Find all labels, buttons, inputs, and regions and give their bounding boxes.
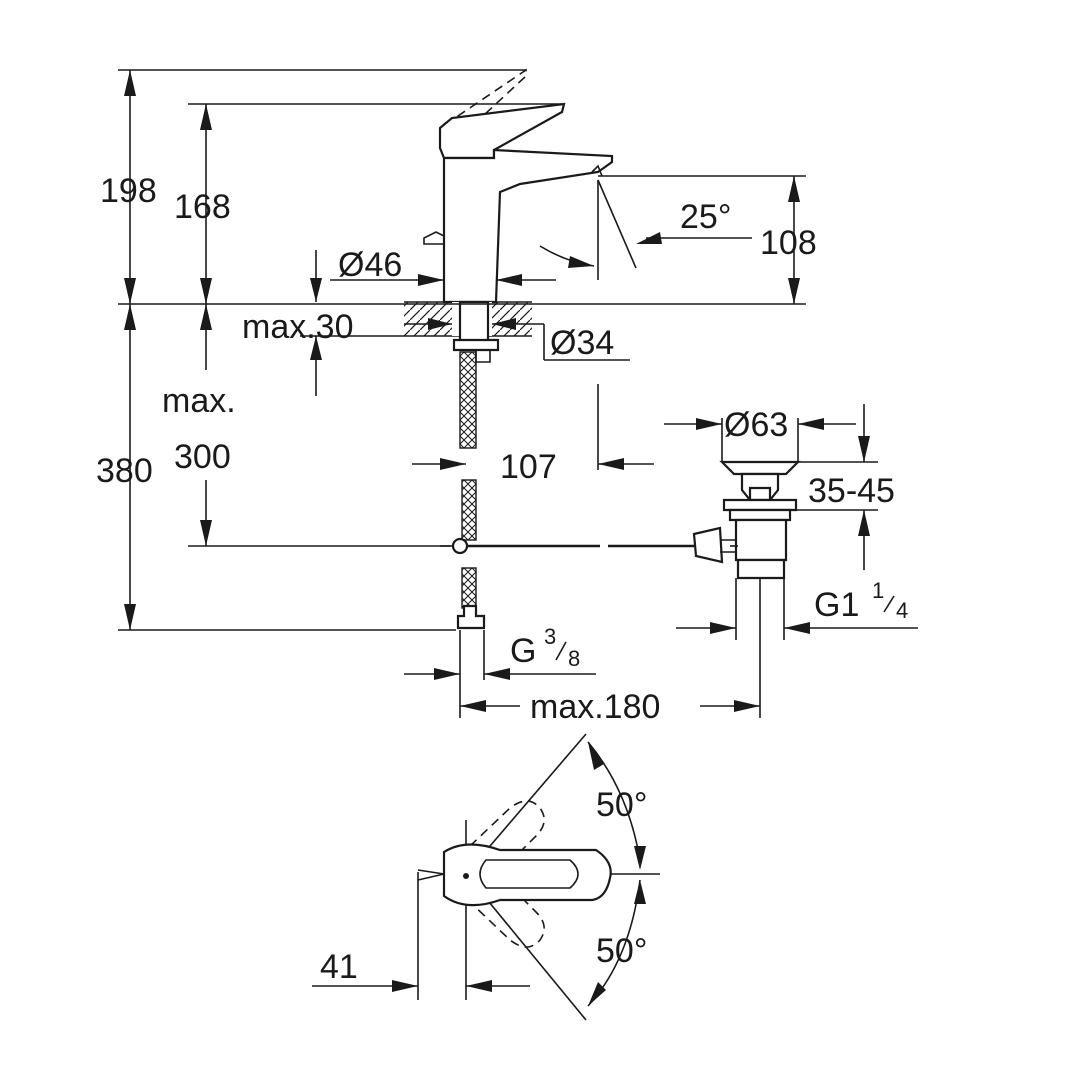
label-waste-thread: G1 bbox=[814, 586, 859, 624]
label-hose-length: 300 bbox=[174, 438, 231, 476]
faucet-top-view bbox=[312, 733, 660, 1021]
label-hose-length-prefix: max. bbox=[162, 382, 236, 420]
lever-ghost-left bbox=[468, 800, 545, 884]
label-waste-thread-num: 1 bbox=[872, 578, 884, 603]
waste-fitting bbox=[692, 460, 801, 580]
label-supply-thread-num: 3 bbox=[544, 624, 556, 649]
supply-hose-lower bbox=[461, 567, 477, 609]
faucet-side-view bbox=[404, 68, 694, 630]
waste-flange bbox=[722, 498, 798, 512]
popup-rod bbox=[423, 231, 445, 245]
label-spout-angle: 25° bbox=[680, 198, 731, 236]
supply-hose-middle bbox=[461, 479, 477, 541]
label-waste-diameter: Ø63 bbox=[724, 406, 788, 444]
label-lever-offset: 41 bbox=[320, 948, 358, 986]
waste-cap bbox=[719, 460, 801, 476]
fixing-nut bbox=[452, 338, 500, 352]
label-waste-range: 35-45 bbox=[808, 472, 895, 510]
lever-ghost-right bbox=[468, 864, 545, 948]
supply-connector bbox=[456, 604, 486, 630]
label-hole-diameter: Ø34 bbox=[550, 324, 614, 362]
label-spout-height: 168 bbox=[174, 188, 231, 226]
label-supply-thread-den: 8 bbox=[568, 646, 580, 671]
label-max-deck-thickness: max.30 bbox=[242, 308, 354, 346]
label-outlet-height: 108 bbox=[760, 224, 817, 262]
linkage-nut bbox=[692, 526, 724, 564]
linkage-joint bbox=[451, 537, 469, 555]
dimension-labels: 198 168 108 25° Ø46 max.30 Ø34 max. 300 … bbox=[96, 172, 908, 986]
label-lever-angle-top: 50° bbox=[596, 786, 647, 824]
supply-hose-upper bbox=[459, 351, 477, 449]
label-under-deck-height: 380 bbox=[96, 452, 153, 490]
label-waste-thread-den: 4 bbox=[896, 598, 908, 623]
label-lever-angle-bottom: 50° bbox=[596, 932, 647, 970]
label-total-height: 198 bbox=[100, 172, 157, 210]
waste-body bbox=[734, 518, 788, 562]
label-supply-thread: G bbox=[510, 632, 536, 670]
label-base-diameter: Ø46 bbox=[338, 246, 402, 284]
label-projection: 107 bbox=[500, 448, 557, 486]
label-max-spread: max.180 bbox=[530, 688, 660, 726]
dimension-lines bbox=[118, 69, 918, 718]
lever-top-view bbox=[442, 843, 612, 907]
